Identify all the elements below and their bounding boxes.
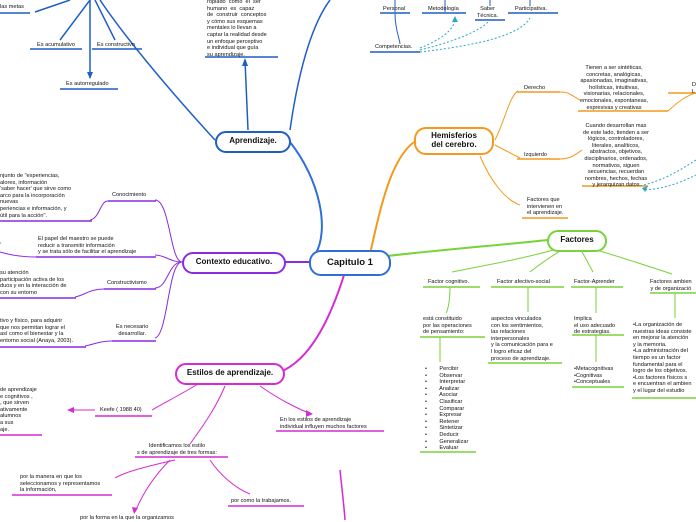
competencia-personal[interactable]: Personal [383, 6, 406, 12]
link-central-bottom [339, 469, 346, 520]
contexto-conocimiento[interactable]: Conocimiento [112, 192, 147, 198]
hemisferio-derecho-desc[interactable]: Tienen a ser sintéticas, concretas, anal… [580, 65, 649, 111]
estilos-identificamos[interactable]: Identificamos los estilo s de aprendizaj… [137, 443, 217, 456]
estilos-manera[interactable]: por la manera en que los seleccionamos y… [20, 474, 101, 494]
hemisferio-derecho[interactable]: Derecho [524, 85, 546, 91]
hemisferio-izquierdo[interactable]: Izquierdo [524, 152, 548, 158]
contexto-necesario[interactable]: Es necesario desarrollar. [116, 324, 149, 337]
factor-ambiental-desc[interactable]: •La organización de nuestras ideas consi… [633, 322, 692, 394]
aprendizaje-autorregulado[interactable]: Es autorregulado [66, 81, 109, 87]
factor-afectivo-social[interactable]: Factor afectivo-social [497, 279, 550, 285]
link-central-top [289, 0, 331, 131]
topic-contexto-educativo[interactable]: Contexto educativo. [182, 252, 286, 274]
topic-factores[interactable]: Factores [547, 230, 607, 252]
contexto-conocimiento-desc[interactable]: njunto de "experiencias, alores, informa… [0, 173, 72, 219]
competencia-participativa[interactable]: Participativa. [515, 6, 548, 12]
topic-estilos-de-aprendizaje[interactable]: Estilos de aprendizaje. [175, 363, 285, 385]
factor-aprender[interactable]: Factor-Aprender [574, 279, 615, 285]
factor-cognitivo-desc[interactable]: está constituido por las operaciones de … [423, 316, 472, 336]
link-central-estilos [279, 271, 346, 373]
factor-aprender-desc[interactable]: Implica el uso adecuado de estrategias. [574, 316, 616, 336]
factor-ambiental[interactable]: Factores ambien y de organizació [650, 279, 692, 292]
estilos-forma[interactable]: por la forma en la que la organizamos [80, 515, 174, 521]
factor-afectivo-desc[interactable]: aspectos vinculados con los sentimientos… [491, 316, 553, 362]
central-topic[interactable]: Capitulo 1 [309, 250, 391, 276]
factores-que-intervienen[interactable]: Factores que intervienen en el aprendiza… [527, 197, 564, 217]
aprendizaje-metas[interactable]: las metas [0, 4, 24, 10]
estilos-keefe-desc[interactable]: de aprendizaje e cognitivos , , que sirv… [0, 387, 37, 433]
contexto-maestro[interactable]: El papel del maestro se puede reducir a … [38, 236, 137, 256]
factor-cognitivo-list[interactable]: • Percibir • Observar • Interpretar • An… [425, 366, 469, 452]
estilos-keefe[interactable]: Keefe ( 1988 40) [100, 407, 142, 413]
link-central-factores [386, 239, 549, 257]
estilos-influyen[interactable]: En los estilos de aprendizaje individual… [280, 417, 367, 430]
aprendizaje-constructivo[interactable]: Es constructivo [97, 42, 135, 48]
contexto-necesario-desc[interactable]: tivo y físico, para adquirir que nos per… [0, 318, 74, 344]
contexto-constructivismo-desc[interactable]: su atención participación activa de los … [0, 270, 67, 296]
competencias-node[interactable]: Competencias. [375, 44, 413, 50]
estilos-trabajamos[interactable]: por como la trabajamos. [231, 498, 292, 504]
link-central-hemisferios [369, 141, 415, 255]
topic-hemisferios[interactable]: Hemisferios del cerebro. [414, 127, 494, 155]
edge-letter-d: D [692, 82, 696, 88]
topic-aprendizaje[interactable]: Aprendizaje. [215, 131, 291, 153]
factor-aprender-list[interactable]: •Metacognitivas •Cognitivas •Conceptuale… [574, 366, 614, 386]
factor-cognitivo[interactable]: Factor cognitivo. [428, 279, 470, 285]
edge-letter-l: L [692, 89, 696, 95]
hemisferio-izquierdo-desc[interactable]: Cuando desarrollan mas de este lado, tie… [583, 123, 649, 189]
aprendizaje-acumulativo[interactable]: Es acumulativo [37, 42, 75, 48]
link-central-aprendizaje [289, 141, 323, 256]
contexto-constructivismo[interactable]: Constructivismo [107, 280, 147, 286]
competencia-saber-tecnica[interactable]: Saber Técnica. [477, 6, 499, 19]
contexto-edge-comma: , [0, 239, 2, 245]
aprendizaje-definition[interactable]: ropiado como el ser humano es capaz de c… [207, 0, 267, 58]
competencia-metodologia[interactable]: Metodología [428, 6, 459, 12]
